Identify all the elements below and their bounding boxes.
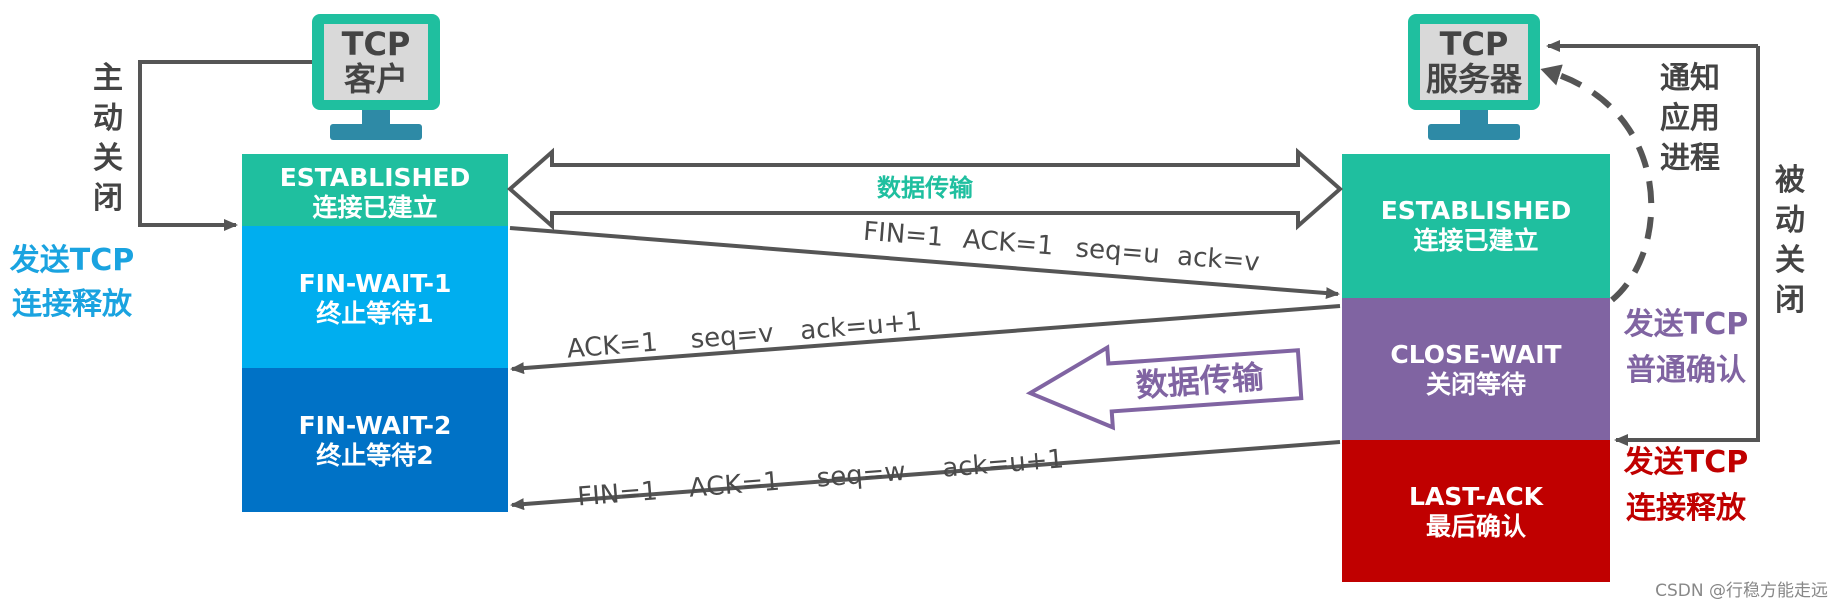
data-transfer-left-arrow: 数据传输 <box>1025 344 1304 431</box>
client-monitor-screen <box>324 24 428 100</box>
notify-app-line1: 通知 <box>1660 61 1720 96</box>
ack1-label: ACK=1 seq=v ack=u+1 <box>566 307 923 365</box>
passive-close-char-3: 闭 <box>1775 283 1805 318</box>
client-state-fin-wait-1-box <box>242 226 508 368</box>
server-state-last-ack-box <box>1342 440 1610 582</box>
watermark: CSDN @行稳方能走远 <box>1655 581 1828 601</box>
server-send-release-label: 发送TCP 连接释放 <box>1623 445 1748 526</box>
server-state-last-ack: LAST-ACK 最后确认 <box>1342 440 1610 582</box>
data-transfer-double-arrow: 数据传输 <box>506 147 1344 231</box>
active-close-label: 主 动 关 闭 <box>93 61 123 216</box>
client-computer-icon: TCP 客户 <box>312 14 440 140</box>
active-close-bracket <box>138 60 312 231</box>
client-send-release-line1: 发送TCP <box>9 243 134 278</box>
fin1-field-0: FIN=1 <box>862 217 945 253</box>
server-state-established-zh: 连接已建立 <box>1413 226 1538 255</box>
notify-app-label: 通知 应用 进程 <box>1660 61 1720 176</box>
fin2-field-2: seq=w <box>816 457 907 494</box>
notify-app-line2: 应用 <box>1660 101 1720 136</box>
server-send-ack-line2: 普通确认 <box>1626 353 1746 388</box>
data-transfer-top-label: 数据传输 <box>877 174 974 202</box>
client-state-fin-wait-2-en: FIN-WAIT-2 <box>299 411 452 440</box>
left-arrow-shape <box>1025 344 1304 431</box>
client-monitor-base <box>330 124 422 140</box>
passive-close-char-2: 关 <box>1775 243 1805 278</box>
passive-close-bracket-lower <box>1614 46 1760 446</box>
server-monitor-stand <box>1460 110 1488 124</box>
server-state-established-box <box>1342 154 1610 298</box>
server-state-established-en: ESTABLISHED <box>1381 196 1572 225</box>
server-computer-icon: TCP 服务器 <box>1408 14 1540 140</box>
server-state-last-ack-en: LAST-ACK <box>1409 482 1545 511</box>
server-state-close-wait: CLOSE-WAIT 关闭等待 <box>1342 298 1610 440</box>
ack1-field-0: ACK=1 <box>566 328 659 365</box>
server-state-close-wait-box <box>1342 298 1610 440</box>
client-state-fin-wait-1-zh: 终止等待1 <box>316 299 433 328</box>
server-send-ack-label: 发送TCP 普通确认 <box>1623 307 1748 388</box>
client-send-release-line2: 连接释放 <box>12 287 133 322</box>
fin1-field-3: ack=v <box>1176 241 1261 277</box>
client-state-established-zh: 连接已建立 <box>312 193 437 222</box>
server-label-line2: 服务器 <box>1426 60 1523 98</box>
active-close-char-3: 闭 <box>93 181 123 216</box>
double-arrow-shape <box>506 147 1344 231</box>
server-send-release-line2: 连接释放 <box>1626 491 1747 526</box>
client-state-fin-wait-1-en: FIN-WAIT-1 <box>299 269 452 298</box>
server-state-close-wait-en: CLOSE-WAIT <box>1390 340 1561 369</box>
active-close-char-0: 主 <box>93 61 123 96</box>
fin1-field-1: ACK=1 <box>962 225 1055 262</box>
client-state-established-box <box>242 154 508 226</box>
server-state-last-ack-zh: 最后确认 <box>1426 512 1526 541</box>
server-label-line1: TCP <box>1440 25 1509 63</box>
client-state-established-en: ESTABLISHED <box>280 163 471 192</box>
server-send-release-line1: 发送TCP <box>1623 445 1748 480</box>
server-send-ack-line1: 发送TCP <box>1623 307 1748 342</box>
fin2-arrow <box>510 440 1341 511</box>
client-state-fin-wait-2: FIN-WAIT-2 终止等待2 <box>242 368 508 512</box>
active-close-char-1: 动 <box>93 101 123 136</box>
active-close-char-2: 关 <box>93 141 123 176</box>
notify-app-dashed-arrow <box>1540 64 1655 303</box>
passive-close-char-1: 动 <box>1775 203 1805 238</box>
client-label-line1: TCP <box>342 25 411 63</box>
fin1-arrow <box>509 226 1340 300</box>
client-state-fin-wait-2-box <box>242 368 508 512</box>
passive-close-label: 被 动 关 闭 <box>1775 163 1805 318</box>
client-state-fin-wait-1: FIN-WAIT-1 终止等待1 <box>242 226 508 368</box>
notify-app-line3: 进程 <box>1660 141 1720 176</box>
ack1-field-1: seq=v <box>689 318 774 354</box>
ack1-arrow <box>510 304 1341 375</box>
client-monitor-stand <box>362 110 390 124</box>
server-monitor-base <box>1428 124 1520 140</box>
fin2-label: FIN=1 ACK=1 seq=w ack=u+1 <box>576 444 1065 512</box>
fin2-field-3: ack=u+1 <box>941 444 1065 483</box>
passive-close-char-0: 被 <box>1775 163 1805 198</box>
server-monitor-screen <box>1420 24 1528 100</box>
server-state-established: ESTABLISHED 连接已建立 <box>1342 154 1610 298</box>
data-transfer-mid-label: 数据传输 <box>1135 358 1266 405</box>
fin1-label: FIN=1 ACK=1 seq=u ack=v <box>862 217 1261 278</box>
client-send-release-label: 发送TCP 连接释放 <box>9 243 134 322</box>
server-state-close-wait-zh: 关闭等待 <box>1426 370 1526 399</box>
fin2-field-0: FIN=1 <box>576 476 659 512</box>
fin1-field-2: seq=u <box>1074 233 1160 270</box>
client-state-fin-wait-2-zh: 终止等待2 <box>316 441 433 470</box>
fin2-field-1: ACK=1 <box>688 467 781 504</box>
client-label-line2: 客户 <box>344 60 408 98</box>
client-state-established: ESTABLISHED 连接已建立 <box>242 154 508 226</box>
